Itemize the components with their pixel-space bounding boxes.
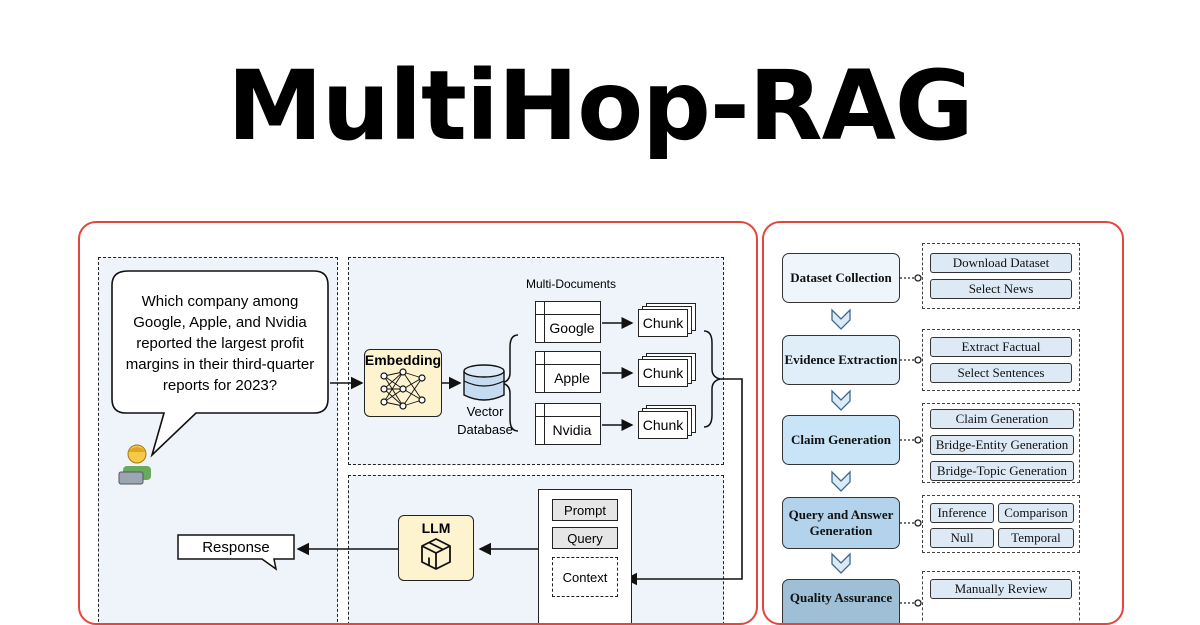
context-item: Context xyxy=(552,557,618,597)
question-bubble xyxy=(111,270,329,458)
document-label: Google xyxy=(549,320,595,336)
multi-documents-label: Multi-Documents xyxy=(525,277,617,291)
document-google: Google xyxy=(535,301,601,343)
vector-db-label: Vector Database xyxy=(457,404,513,437)
llm-box: LLM xyxy=(398,515,474,581)
sub-select-news: Select News xyxy=(930,279,1072,299)
stage-label: Claim Generation xyxy=(790,432,891,448)
stage-label: Evidence Extraction xyxy=(784,352,898,368)
sub-temporal: Temporal xyxy=(998,528,1074,548)
stage-evidence-extraction: Evidence Extraction xyxy=(782,335,900,385)
llm-label: LLM xyxy=(421,520,451,536)
sub-manually-review: Manually Review xyxy=(930,579,1072,599)
stage-label: Quality Assurance xyxy=(789,590,893,605)
sub-claim-generation: Claim Generation xyxy=(930,409,1074,429)
sub-bridge-entity-generation: Bridge-Entity Generation xyxy=(930,435,1074,455)
chunk-label: Chunk xyxy=(638,309,688,337)
chunk-stack-google: Chunk xyxy=(638,303,696,337)
chunk-stack-nvidia: Chunk xyxy=(638,405,696,439)
sub-null: Null xyxy=(930,528,994,548)
sub-bridge-topic-generation: Bridge-Topic Generation xyxy=(930,461,1074,481)
chunk-stack-apple: Chunk xyxy=(638,353,696,387)
question-text: Which company among Google, Apple, and N… xyxy=(125,292,315,394)
response-label: Response xyxy=(202,539,270,556)
stage-label: Query and Answer Generation xyxy=(788,507,894,538)
embedding-label: Embedding xyxy=(364,352,442,368)
prompt-item: Prompt xyxy=(552,499,618,521)
document-label: Nvidia xyxy=(552,422,592,438)
user-avatar-icon xyxy=(114,441,160,487)
page-title: MultiHop-RAG xyxy=(227,50,973,162)
cube-icon xyxy=(421,538,451,570)
sub-inference: Inference xyxy=(930,503,994,523)
chunk-label: Chunk xyxy=(638,359,688,387)
sub-select-sentences: Select Sentences xyxy=(930,363,1072,383)
stage-label: Dataset Collection xyxy=(790,270,892,286)
embedding-box: Embedding xyxy=(364,349,442,417)
database-icon xyxy=(462,363,506,403)
stage-quality-assurance: Quality Assurance xyxy=(782,579,900,623)
stage-query-answer-generation: Query and Answer Generation xyxy=(782,497,900,549)
sub-comparison: Comparison xyxy=(998,503,1074,523)
chunk-label: Chunk xyxy=(638,411,688,439)
rag-pipeline-panel: Which company among Google, Apple, and N… xyxy=(78,221,758,625)
query-item: Query xyxy=(552,527,618,549)
dataset-construction-panel: Dataset Collection Download Dataset Sele… xyxy=(762,221,1124,625)
neural-network-icon xyxy=(380,368,426,410)
stage-claim-generation: Claim Generation xyxy=(782,415,900,465)
document-label: Apple xyxy=(554,370,590,386)
sub-download-dataset: Download Dataset xyxy=(930,253,1072,273)
stage-dataset-collection: Dataset Collection xyxy=(782,253,900,303)
document-nvidia: Nvidia xyxy=(535,403,601,445)
response-tag-shape xyxy=(177,534,295,571)
sub-extract-factual: Extract Factual xyxy=(930,337,1072,357)
document-apple: Apple xyxy=(535,351,601,393)
